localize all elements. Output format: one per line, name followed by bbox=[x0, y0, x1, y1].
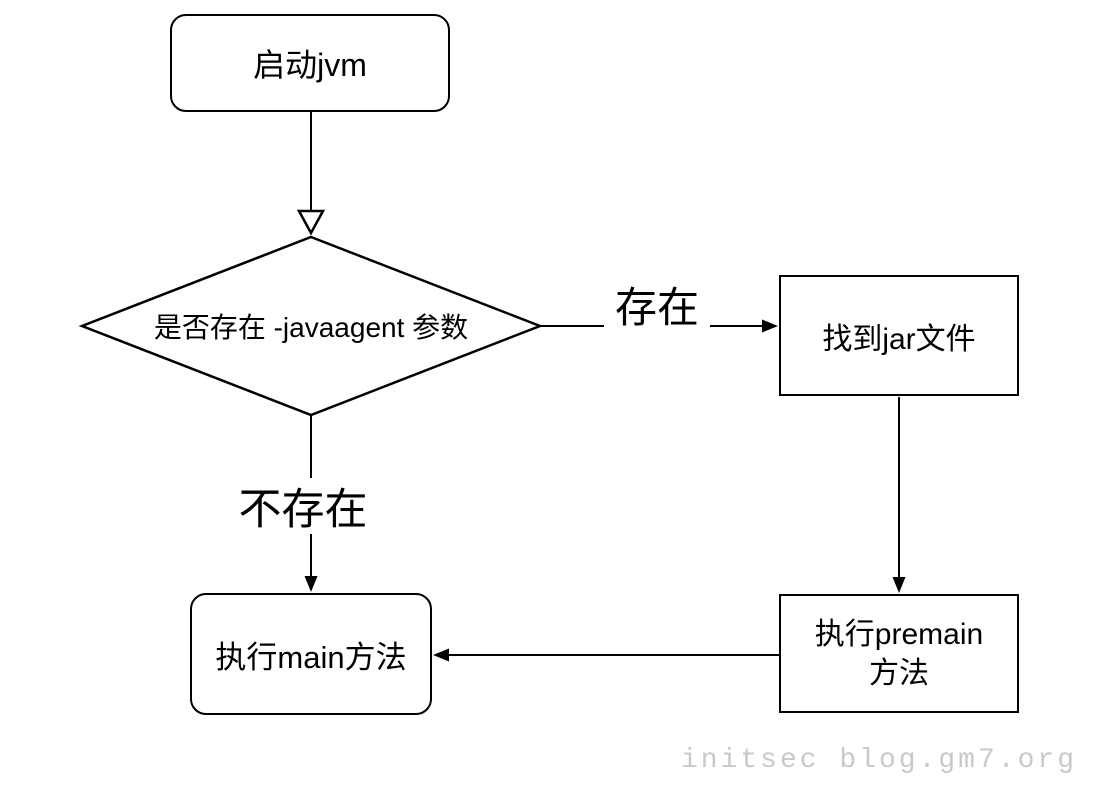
node-run-premain: 执行premain 方法 bbox=[779, 594, 1019, 713]
node-start-jvm-label: 启动jvm bbox=[253, 47, 367, 83]
node-run-premain-label: 执行premain 方法 bbox=[814, 617, 984, 690]
edge-label-not-exists: 不存在 bbox=[226, 478, 380, 534]
filled-arrowhead-icon bbox=[762, 319, 778, 333]
filled-arrowhead-icon bbox=[892, 577, 906, 593]
filled-arrowhead-icon bbox=[433, 648, 449, 662]
hollow-arrowhead-icon bbox=[296, 209, 326, 236]
node-find-jar: 找到jar文件 bbox=[779, 275, 1019, 396]
node-run-main-label: 执行main方法 bbox=[215, 639, 407, 675]
node-start-jvm: 启动jvm bbox=[170, 14, 450, 112]
filled-arrowhead-icon bbox=[304, 576, 318, 592]
node-decision-label: 是否存在 -javaagent 参数 bbox=[153, 312, 469, 343]
edge-label-exists: 存在 bbox=[604, 278, 710, 331]
node-find-jar-label: 找到jar文件 bbox=[822, 322, 976, 356]
watermark-text: initsec blog.gm7.org bbox=[680, 745, 1077, 776]
node-run-main: 执行main方法 bbox=[190, 593, 432, 715]
